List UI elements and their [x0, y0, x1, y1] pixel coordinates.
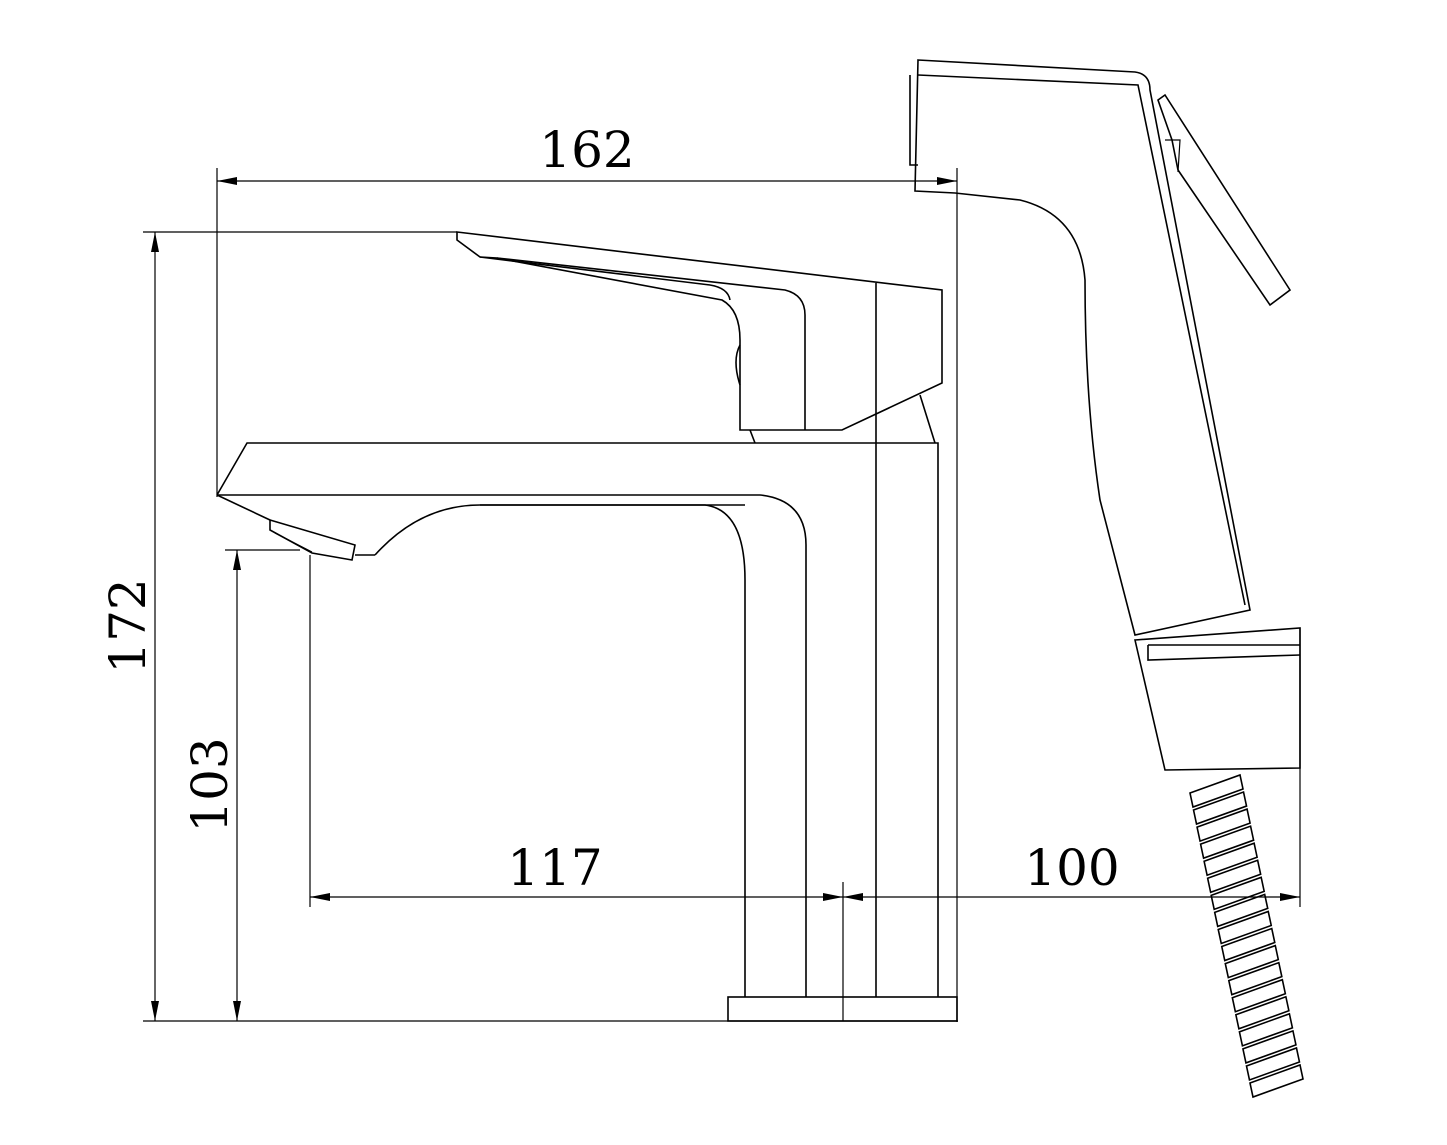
- hose-coil: [1196, 808, 1251, 843]
- dimension-100: 100: [843, 628, 1301, 907]
- dimension-label-height: 172: [99, 578, 157, 673]
- shower-hose: [1189, 773, 1304, 1099]
- hose-coil: [1217, 910, 1273, 945]
- shower-holder: [1134, 627, 1301, 771]
- hose-coil: [1227, 961, 1283, 996]
- hose-coil: [1210, 876, 1266, 911]
- dimension-label-width: 162: [539, 121, 634, 179]
- aerator: [269, 518, 356, 561]
- shower-head: [909, 59, 1292, 636]
- dimension-label-spout-height: 103: [181, 737, 239, 832]
- trigger-lever: [1157, 93, 1292, 307]
- dimension-172: 172: [99, 231, 958, 1022]
- hose-coil: [1199, 825, 1255, 860]
- hose-coil: [1231, 978, 1287, 1013]
- hose-coil: [1206, 859, 1262, 894]
- dimension-117: 117: [309, 555, 844, 1021]
- dimension-label-reach: 117: [507, 839, 602, 897]
- hose-coil: [1224, 944, 1280, 979]
- hose-coil: [1213, 893, 1269, 928]
- faucet-body: [216, 283, 958, 1022]
- hose-coil: [1245, 1046, 1301, 1082]
- hose-coil: [1242, 1029, 1297, 1064]
- hose-coil: [1234, 995, 1290, 1030]
- lever-handle: [456, 231, 943, 444]
- hose-coil: [1203, 842, 1259, 877]
- hose-coil: [1192, 790, 1248, 826]
- hose-coil: [1220, 927, 1276, 962]
- dimension-label-shower-offset: 100: [1024, 839, 1119, 897]
- hose-coil: [1238, 1012, 1294, 1047]
- hose-coil: [1249, 1063, 1304, 1099]
- dimension-162: 162: [216, 121, 958, 1022]
- hose-coil: [1189, 773, 1244, 809]
- dimension-103: 103: [181, 549, 300, 1021]
